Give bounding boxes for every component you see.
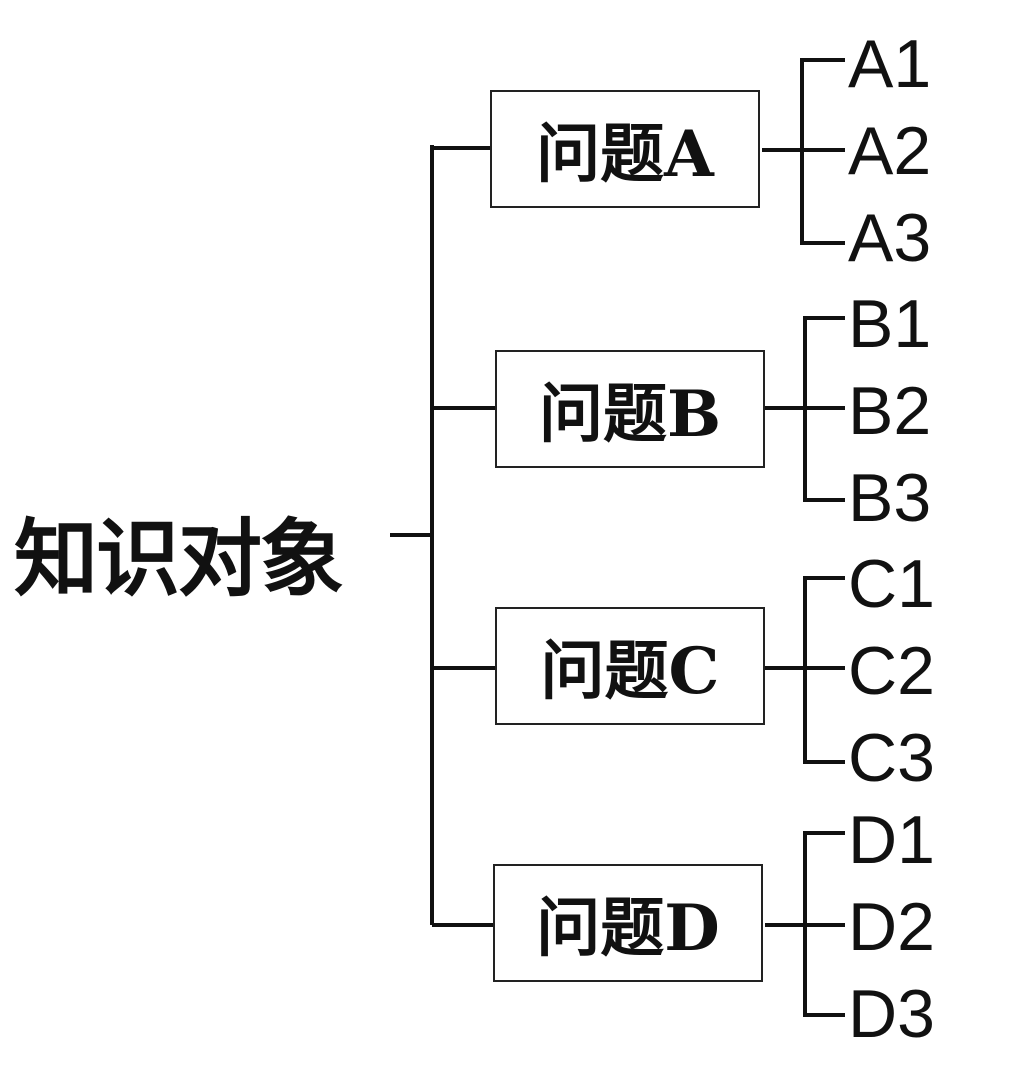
question-b-box: 问题B: [495, 350, 765, 468]
leaf-b1: B1: [848, 286, 932, 362]
question-c-box: 问题C: [495, 607, 765, 725]
question-d-box: 问题D: [493, 864, 763, 982]
leaf-d3: D3: [848, 976, 935, 1052]
bracket-d: [765, 831, 845, 1017]
leaf-b2: B2: [848, 373, 932, 449]
leaf-c2: C2: [848, 633, 935, 709]
bracket-c: [765, 576, 845, 764]
question-a-box: 问题A: [490, 90, 760, 208]
leaf-d2: D2: [848, 889, 935, 965]
leaf-d1: D1: [848, 802, 935, 878]
leaf-b3: B3: [848, 460, 932, 536]
bracket-b: [765, 316, 845, 502]
leaf-c3: C3: [848, 720, 935, 796]
root-node: 知识对象: [14, 510, 344, 608]
leaf-a3: A3: [848, 200, 932, 276]
leaf-a2: A2: [848, 113, 932, 189]
leaf-a1: A1: [848, 26, 932, 102]
bracket-a: [762, 58, 845, 245]
leaf-c1: C1: [848, 546, 935, 622]
